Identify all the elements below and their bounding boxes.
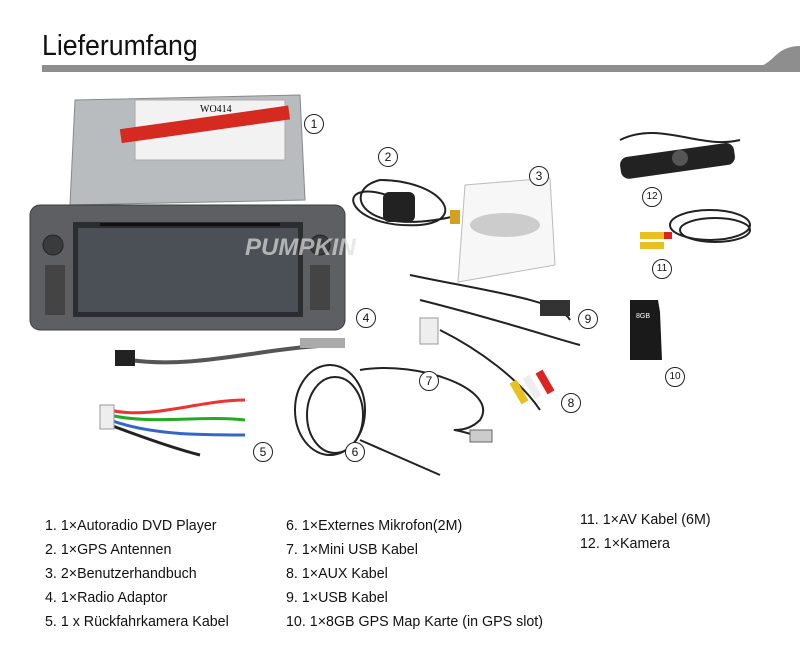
badge-12: 12: [642, 187, 662, 207]
av-cable-image: [640, 209, 751, 249]
list-item: 8. 1×AUX Kabel: [286, 565, 388, 582]
badge-8: 8: [561, 393, 581, 413]
items-column-1: 1. 1×Autoradio DVD Player 2. 1×GPS Anten…: [45, 514, 229, 634]
product-photo: WO414 PUMPKIN: [29, 94, 751, 476]
gps-antenna-image: [352, 178, 461, 227]
mini-usb-cable-image: [359, 367, 493, 443]
items-column-2: 6. 1×Externes Mikrofon(2M) 7. 1×Mini USB…: [286, 514, 543, 634]
badge-10: 10: [665, 367, 685, 387]
camera-image: [619, 131, 741, 179]
list-item: 7. 1×Mini USB Kabel: [286, 541, 418, 558]
dvd-player-image: WO414 PUMPKIN: [29, 94, 356, 331]
page-title: Lieferumfang: [42, 30, 198, 62]
badge-1: 1: [304, 114, 324, 134]
list-item: 3. 2×Benutzerhandbuch: [45, 565, 197, 582]
badge-9: 9: [578, 309, 598, 329]
badge-6: 6: [345, 442, 365, 462]
watermark: PUMPKIN: [245, 234, 356, 261]
list-item: 4. 1×Radio Adaptor: [45, 589, 168, 606]
aux-usb-cable-image: [409, 274, 581, 411]
camera-harness-image: [99, 398, 246, 457]
list-item: 5. 1 x Rückfahrkamera Kabel: [45, 613, 229, 630]
list-item: 10. 1×8GB GPS Map Karte (in GPS slot): [286, 613, 544, 630]
items-column-3: 11. 1×AV Kabel (6M) 12. 1×Kamera: [580, 508, 711, 556]
microphone-cable-image: [294, 364, 441, 476]
badge-3: 3: [529, 166, 549, 186]
list-item: 11. 1×AV Kabel (6M): [580, 511, 711, 528]
badge-2: 2: [378, 147, 398, 167]
radio-adaptor-image: [115, 338, 346, 366]
list-item: 6. 1×Externes Mikrofon(2M): [286, 517, 463, 534]
user-manual-image: [457, 177, 556, 283]
list-item: 1. 1×Autoradio DVD Player: [45, 517, 217, 534]
list-item: 9. 1×USB Kabel: [286, 589, 388, 606]
list-item: 2. 1×GPS Antennen: [45, 541, 172, 558]
sd-card-label: 8GB: [636, 313, 650, 320]
unit-model-label: WO414: [200, 104, 232, 115]
badge-5: 5: [253, 442, 273, 462]
badge-7: 7: [419, 371, 439, 391]
badge-4: 4: [356, 308, 376, 328]
list-item: 12. 1×Kamera: [580, 535, 670, 552]
header-bar: [42, 65, 800, 72]
badge-11: 11: [652, 259, 672, 279]
sd-card-image: 8GB: [630, 300, 662, 360]
